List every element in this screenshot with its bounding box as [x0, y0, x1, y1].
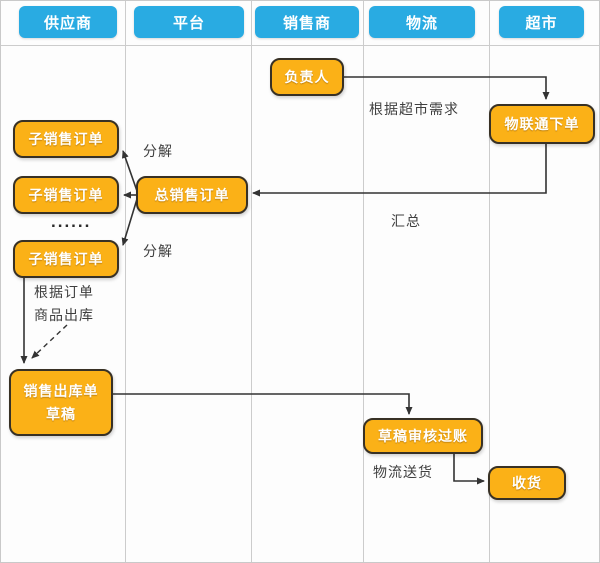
node-sub-sales-order-1: 子销售订单	[13, 120, 119, 158]
lane-divider-2	[251, 1, 252, 562]
label-summarize: 汇总	[391, 213, 421, 229]
node-responsible-person: 负责人	[270, 58, 344, 96]
arrow-iot-order-to-total-order	[252, 144, 547, 197]
node-draft-review-posting: 草稿审核过账	[363, 418, 483, 454]
label-decompose-2: 分解	[143, 243, 173, 259]
lane-header-logistics: 物流	[369, 6, 475, 38]
label-per-supermarket-demand: 根据超市需求	[369, 101, 459, 117]
dashed-arrow-goods-outbound	[31, 324, 68, 359]
node-sales-outbound-draft-line2: 草稿	[46, 405, 76, 422]
label-ellipsis: ......	[51, 212, 92, 231]
label-per-order: 根据订单	[34, 284, 94, 300]
node-sub-sales-order-2: 子销售订单	[13, 176, 119, 214]
node-total-sales-order: 总销售订单	[136, 176, 248, 214]
label-logistics-delivery: 物流送货	[373, 464, 433, 480]
header-separator-line	[1, 45, 599, 46]
node-sales-outbound-draft-line1: 销售出库单	[23, 383, 99, 400]
label-decompose-1: 分解	[143, 143, 173, 159]
lane-divider-4	[489, 1, 490, 562]
lane-header-supplier: 供应商	[19, 6, 117, 38]
node-iot-order: 物联通下单	[489, 104, 595, 144]
label-goods-outbound: 商品出库	[34, 307, 94, 323]
lane-divider-3	[363, 1, 364, 562]
lane-header-seller: 销售商	[255, 6, 359, 38]
lane-header-platform: 平台	[134, 6, 244, 38]
lane-divider-1	[125, 1, 126, 562]
node-sales-outbound-draft: 销售出库单 草稿	[9, 369, 113, 436]
lane-header-supermarket: 超市	[499, 6, 584, 38]
node-receive-goods: 收货	[488, 466, 566, 500]
arrow-person-to-iot-order	[344, 76, 550, 100]
arrow-review-to-receive-goods	[453, 453, 485, 485]
arrow-draft-to-review-posting	[112, 393, 413, 415]
node-sub-sales-order-3: 子销售订单	[13, 240, 119, 278]
